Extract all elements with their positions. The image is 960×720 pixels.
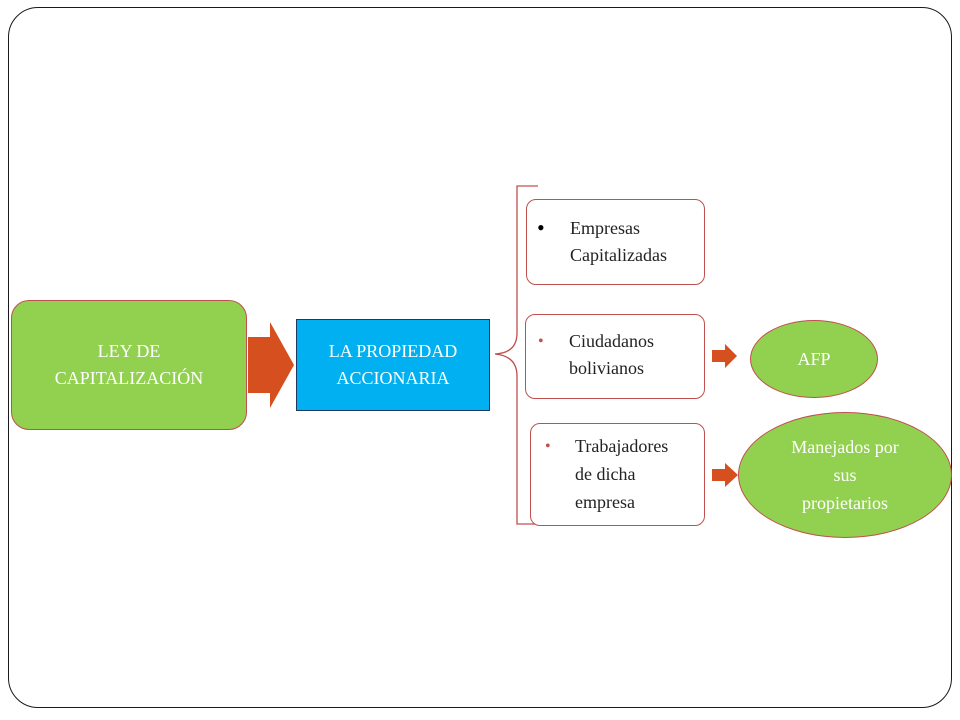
item-line2: de dicha [575, 464, 636, 484]
outcome-afp-label: AFP [797, 349, 831, 369]
root-node-ley-capitalizacion: LEY DE CAPITALIZACIÓN [11, 300, 247, 430]
outcome-afp: AFP [750, 320, 878, 398]
item-empresas-capitalizadas: • Empresas Capitalizadas [526, 199, 705, 285]
item-line2: Capitalizadas [570, 245, 667, 265]
bullet-icon: • [538, 333, 544, 350]
item-line1: Empresas [570, 218, 640, 238]
item-line2: bolivianos [569, 358, 644, 378]
small-arrow-icon-afp [712, 344, 737, 368]
outcome-line3: propietarios [802, 493, 888, 513]
root-node-line2: CAPITALIZACIÓN [54, 368, 204, 388]
item-trabajadores: • Trabajadores de dicha empresa [530, 423, 705, 526]
bracket-brace [494, 185, 538, 525]
center-node-line2: ACCIONARIA [336, 368, 450, 388]
item-line1: Trabajadores [575, 436, 669, 456]
outcome-manejados-propietarios: Manejados por sus propietarios [738, 412, 952, 538]
root-node-line1: LEY DE [97, 341, 161, 361]
slide-frame [8, 7, 952, 708]
center-node-line1: LA PROPIEDAD [328, 341, 458, 361]
item-line3: empresa [575, 492, 635, 512]
item-ciudadanos-bolivianos: • Ciudadanos bolivianos [525, 314, 705, 399]
item-line1: Ciudadanos [569, 331, 654, 351]
outcome-line2: sus [833, 465, 857, 485]
bullet-icon: • [537, 215, 545, 240]
small-arrow-icon-manejados [712, 463, 738, 487]
big-arrow-icon [248, 322, 294, 408]
center-node-propiedad-accionaria: LA PROPIEDAD ACCIONARIA [296, 319, 490, 411]
bullet-icon: • [545, 438, 551, 455]
outcome-line1: Manejados por [791, 437, 899, 457]
